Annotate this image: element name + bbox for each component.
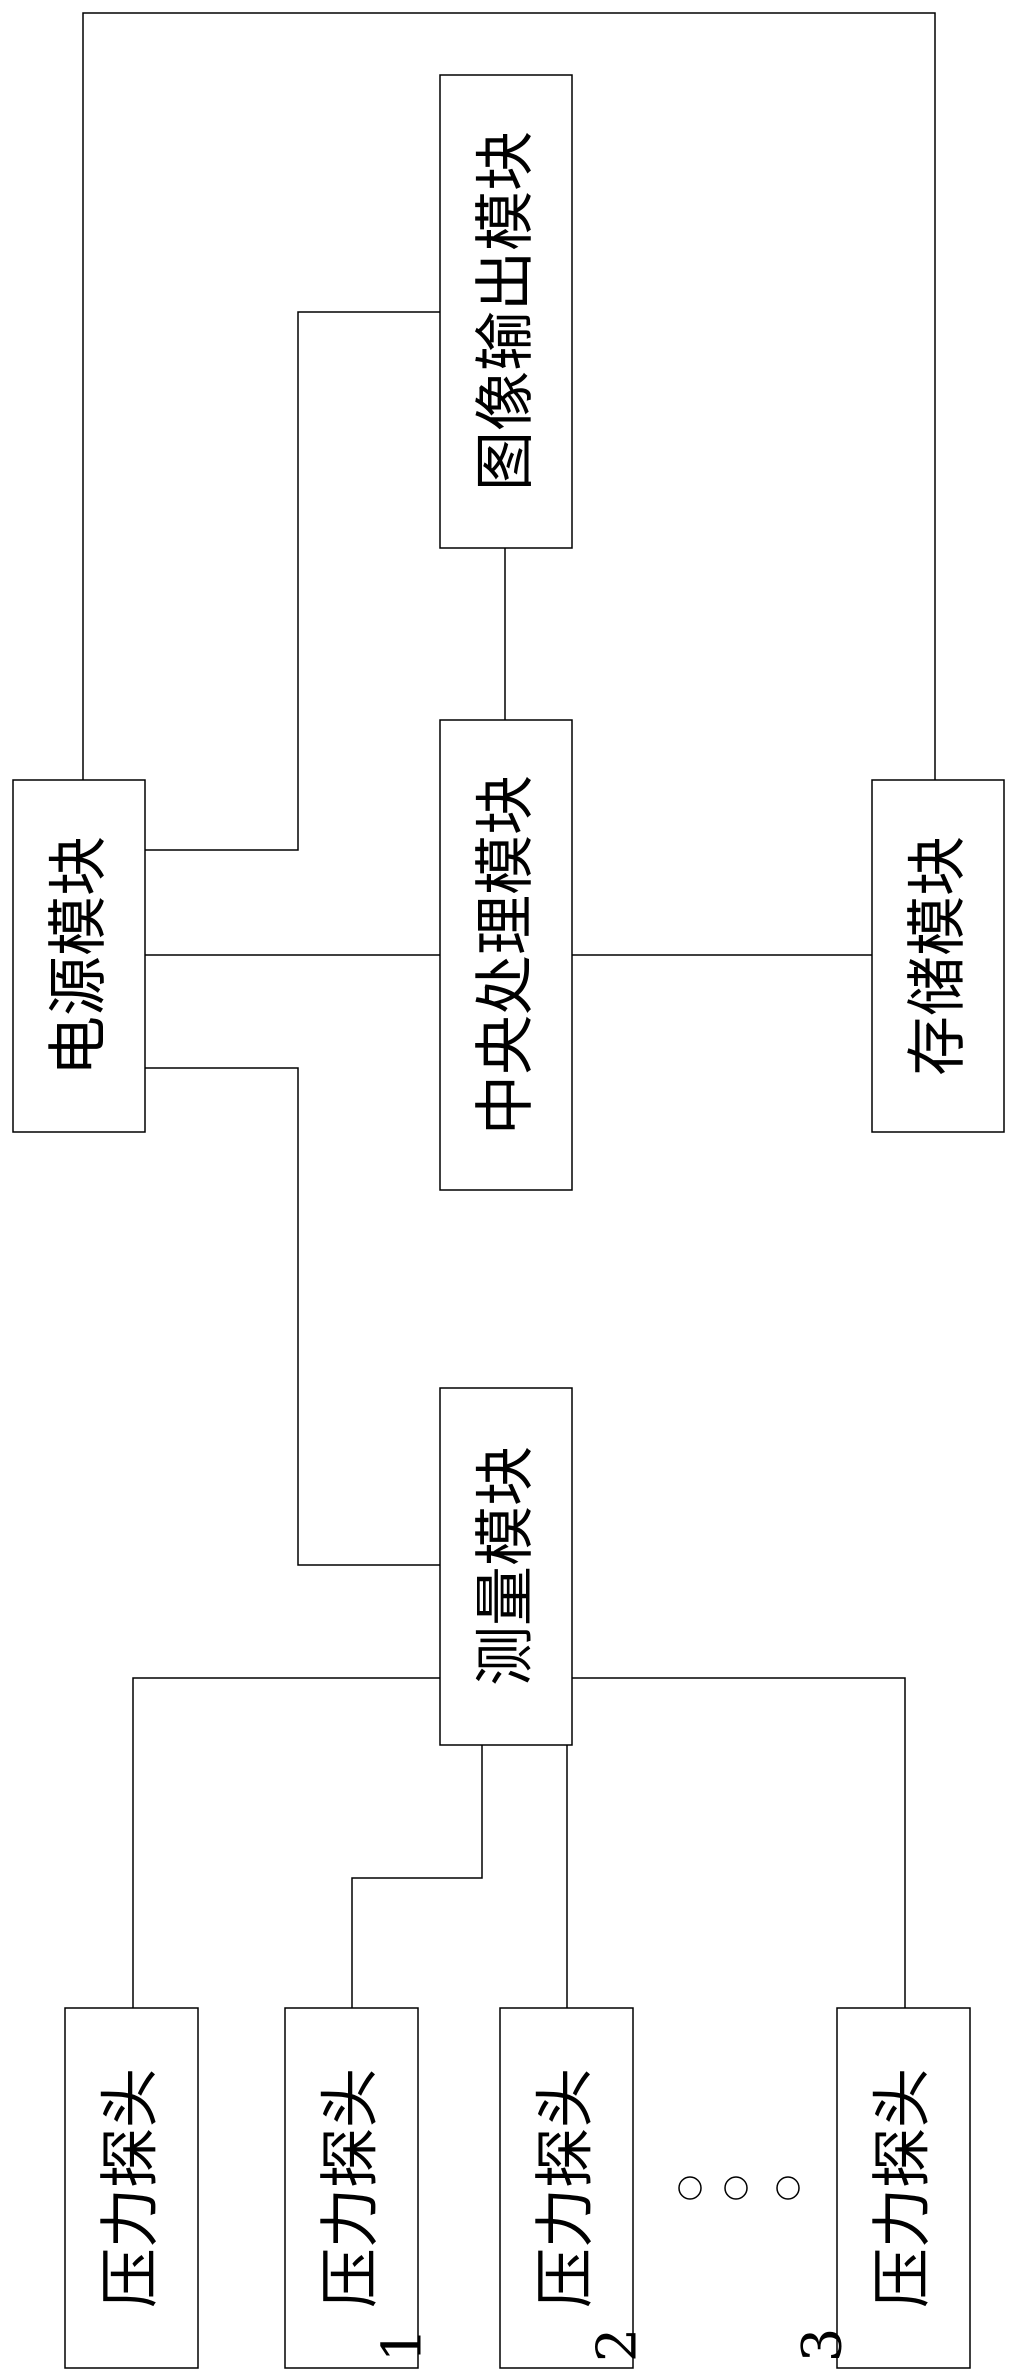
ellipsis-dots [678,2176,800,2200]
image-output-module-label: 图像输出模块 [471,131,541,491]
probe-0-label: 压力探头 [96,2068,166,2308]
ellipsis-dot-icon [776,2176,800,2200]
line-measurement-probe-1 [351,1745,483,2008]
probe-2-index: 2 [586,2328,649,2362]
line-power-storage-loop [82,12,936,780]
measurement-module: 测量模块 [439,1387,573,1746]
measurement-module-label: 测量模块 [471,1446,541,1686]
probe-3-index: 3 [791,2328,854,2362]
line-measurement-probe-0 [132,1677,440,2008]
probe-2-label: 压力探头 [531,2068,601,2308]
ellipsis-dot-icon [724,2176,748,2200]
power-module-label: 电源模块 [44,836,114,1076]
pressure-probe-2: 压力探头 2 [499,2007,649,2369]
cpu-module-label: 中央处理模块 [471,775,541,1135]
pressure-probe-3: 压力探头 3 [791,2007,971,2369]
probe-1-label: 压力探头 [316,2068,386,2308]
line-measurement-probe-3 [572,1677,906,2008]
cpu-module: 中央处理模块 [439,719,573,1191]
ellipsis-dot-icon [678,2176,702,2200]
pressure-probe-0: 压力探头 [64,2007,199,2369]
storage-module-label: 存储模块 [903,836,973,1076]
probe-3-label: 压力探头 [868,2068,938,2308]
power-module: 电源模块 [12,779,146,1133]
line-power-image-output [145,311,440,851]
line-power-measurement [145,1067,440,1566]
pressure-probe-1: 压力探头 1 [284,2007,434,2369]
image-output-module: 图像输出模块 [439,74,573,549]
connection-lines [82,12,936,2008]
storage-module: 存储模块 [871,779,1005,1133]
probe-1-index: 1 [371,2328,434,2362]
